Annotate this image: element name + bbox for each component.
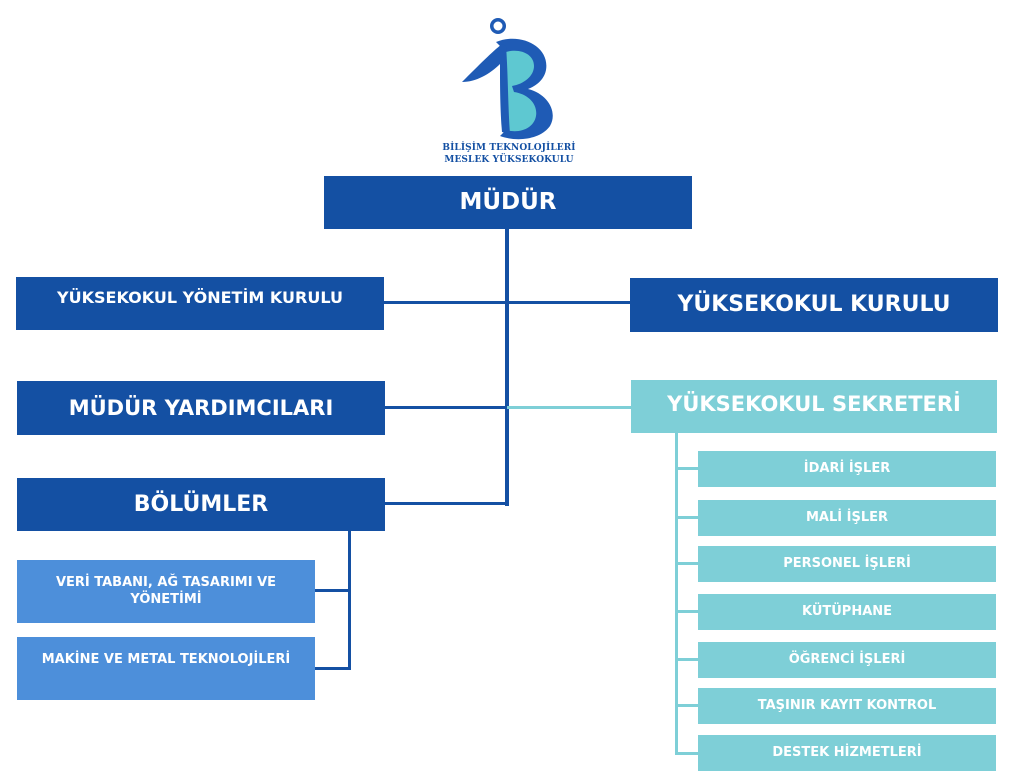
secretary-item-6-connector bbox=[675, 704, 699, 707]
board-connector bbox=[383, 301, 631, 304]
assistant-directors-box: MÜDÜR YARDIMCILARI bbox=[17, 381, 385, 435]
director-box: MÜDÜR bbox=[324, 176, 692, 229]
secretary-unit-label: KÜTÜPHANE bbox=[801, 603, 893, 619]
department-item: MAKİNE VE METAL TEKNOLOJİLERİ bbox=[17, 637, 315, 700]
secretary-vertical-connector bbox=[675, 432, 678, 754]
secretary-item-4-connector bbox=[675, 610, 699, 613]
secretary-unit: MALİ İŞLER bbox=[698, 500, 996, 536]
secretary-item-1-connector bbox=[675, 467, 699, 470]
secretary-unit: DESTEK HİZMETLERİ bbox=[698, 735, 996, 771]
school-council-label: YÜKSEKOKUL KURULU bbox=[677, 292, 951, 318]
management-board-label: YÜKSEKOKUL YÖNETİM KURULU bbox=[57, 287, 343, 307]
main-vertical-connector bbox=[505, 228, 509, 506]
secretary-unit: PERSONEL İŞLERİ bbox=[698, 546, 996, 582]
school-secretary-label: YÜKSEKOKUL SEKRETERİ bbox=[667, 392, 961, 417]
secretary-item-2-connector bbox=[675, 516, 699, 519]
assistant-directors-label: MÜDÜR YARDIMCILARI bbox=[68, 395, 334, 420]
department-item-1-connector bbox=[314, 589, 350, 592]
department-item-2-connector bbox=[314, 667, 350, 670]
secretary-item-7-connector bbox=[675, 752, 699, 755]
director-label: MÜDÜR bbox=[459, 189, 557, 216]
school-secretary-box: YÜKSEKOKUL SEKRETERİ bbox=[631, 380, 997, 433]
secretary-unit: TAŞINIR KAYIT KONTROL bbox=[698, 688, 996, 724]
department-item-label: MAKİNE VE METAL TEKNOLOJİLERİ bbox=[41, 652, 291, 668]
departments-label: BÖLÜMLER bbox=[133, 491, 269, 517]
secretary-unit: İDARİ İŞLER bbox=[698, 451, 996, 487]
logo-text-line-2: MESLEK YÜKSEKOKULU bbox=[444, 155, 574, 165]
school-council-box: YÜKSEKOKUL KURULU bbox=[630, 278, 998, 332]
department-item: VERİ TABANI, AĞ TASARIMI VE YÖNETİMİ bbox=[17, 560, 315, 623]
secretary-item-3-connector bbox=[675, 562, 699, 565]
departments-vertical-connector bbox=[348, 530, 351, 670]
departments-connector bbox=[384, 502, 509, 505]
management-board-box: YÜKSEKOKUL YÖNETİM KURULU bbox=[16, 277, 384, 330]
secretary-unit: KÜTÜPHANE bbox=[698, 594, 996, 630]
secretary-unit-label: ÖĞRENCİ İŞLERİ bbox=[788, 651, 906, 667]
department-item-label: VERİ TABANI, AĞ TASARIMI VE YÖNETİMİ bbox=[55, 575, 277, 607]
school-logo: BİLİŞİM TEKNOLOJİLERİ MESLEK YÜKSEKOKULU bbox=[436, 12, 582, 172]
secretary-unit-label: PERSONEL İŞLERİ bbox=[783, 555, 911, 571]
secretary-unit-label: İDARİ İŞLER bbox=[803, 460, 891, 476]
assistants-connector bbox=[384, 406, 507, 409]
secretary-item-5-connector bbox=[675, 658, 699, 661]
secretary-unit: ÖĞRENCİ İŞLERİ bbox=[698, 642, 996, 678]
secretary-connector bbox=[507, 406, 631, 409]
secretary-unit-label: DESTEK HİZMETLERİ bbox=[772, 744, 922, 760]
logo-figure-icon bbox=[462, 18, 553, 140]
logo-text-line-1: BİLİŞİM TEKNOLOJİLERİ bbox=[442, 143, 576, 153]
secretary-unit-label: MALİ İŞLER bbox=[805, 509, 889, 525]
departments-box: BÖLÜMLER bbox=[17, 478, 385, 531]
secretary-unit-label: TAŞINIR KAYIT KONTROL bbox=[757, 697, 937, 713]
